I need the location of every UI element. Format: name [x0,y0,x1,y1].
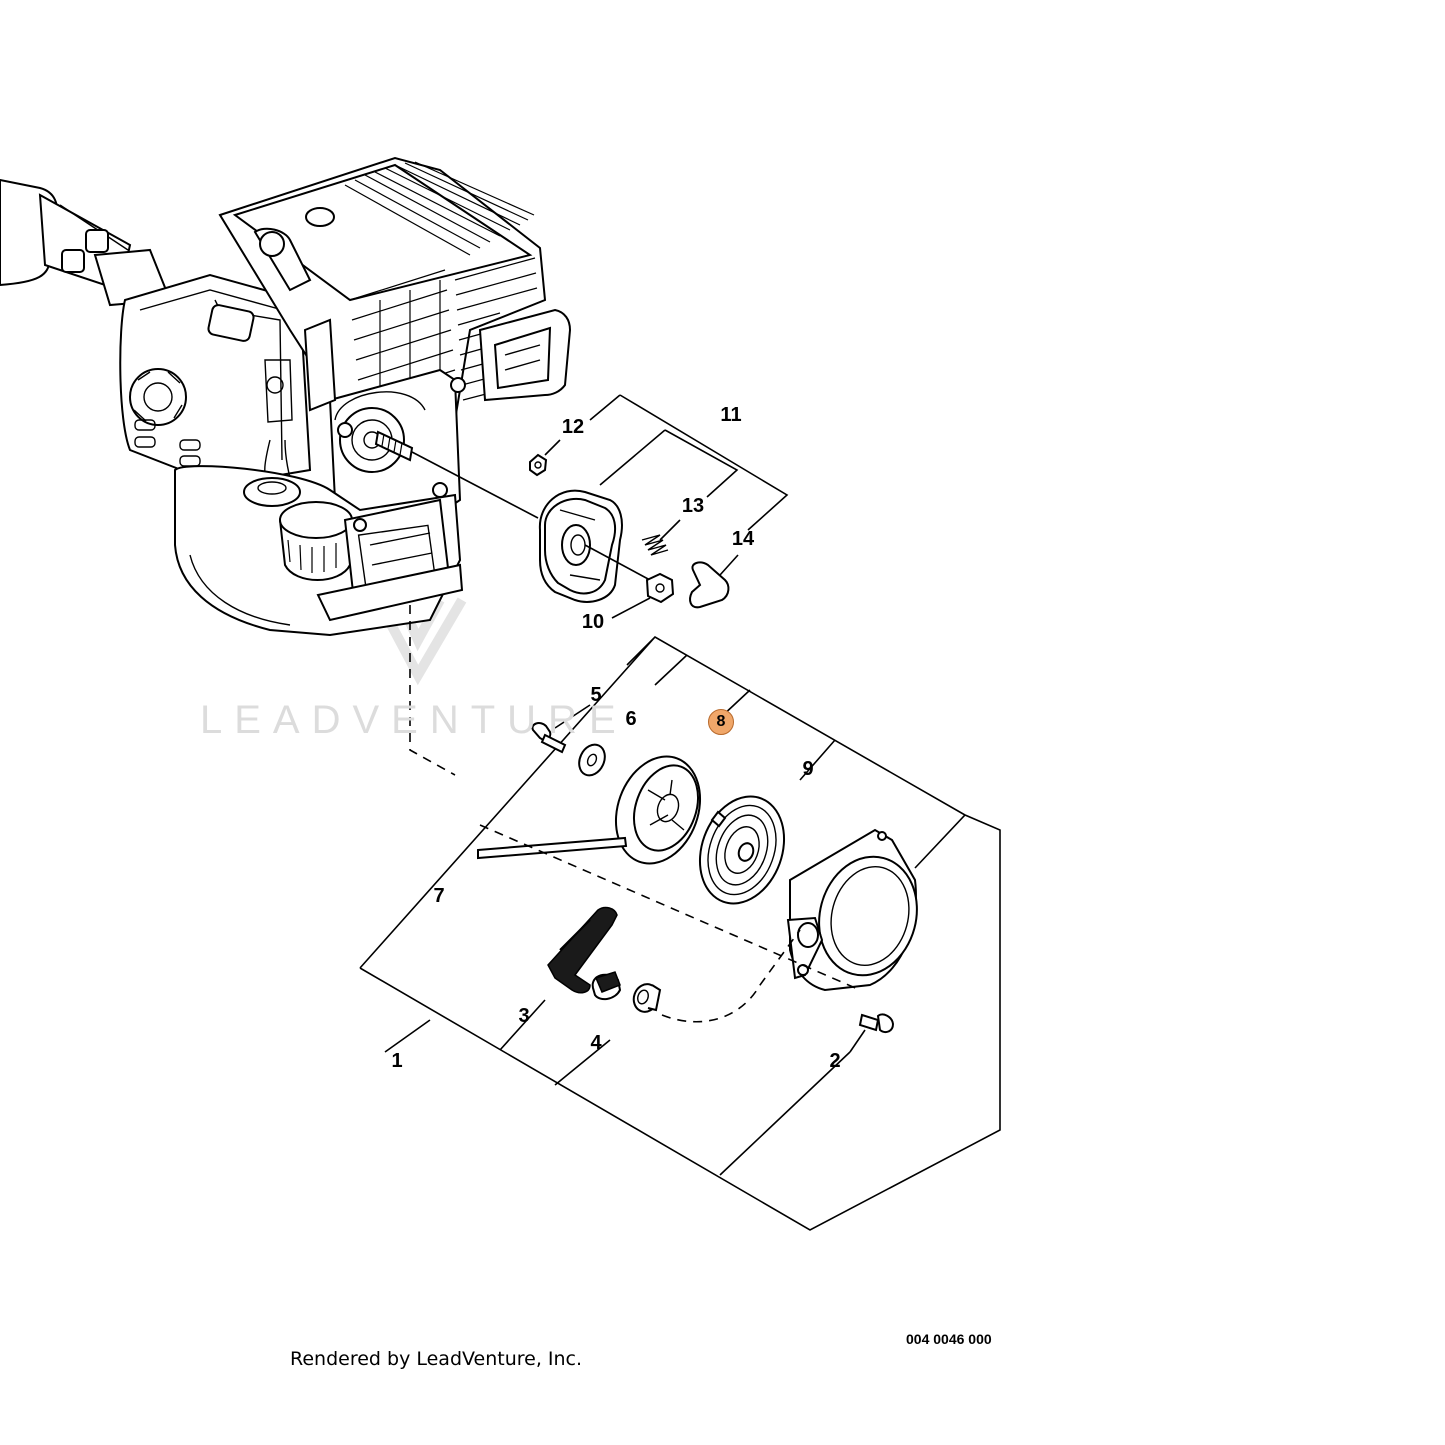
drawing-number: 004 0046 000 [906,1331,992,1347]
callout-12[interactable]: 12 [561,416,585,438]
callout-7[interactable]: 7 [433,885,445,907]
leader-crankshaft [411,451,539,519]
bracket-1 [359,636,1001,1231]
callout-2[interactable]: 2 [829,1050,841,1072]
part-9-rewind-spring[interactable] [686,785,799,916]
callout-13[interactable]: 13 [681,495,705,517]
callout-10[interactable]: 10 [581,611,605,633]
part-3-starter-grip[interactable] [547,906,622,1001]
part-14-pawl[interactable] [689,554,739,609]
part-2-screw[interactable] [849,1013,895,1053]
part-8-rope-rotor[interactable] [477,745,714,876]
callout-5[interactable]: 5 [590,684,602,706]
callout-6[interactable]: 6 [625,708,637,730]
callout-4[interactable]: 4 [590,1032,602,1054]
callout-1[interactable]: 1 [391,1050,403,1072]
part-12-nut[interactable] [529,453,548,477]
assembly-line-grip [661,929,801,1023]
callout-9[interactable]: 9 [802,758,814,780]
callout-8-highlighted[interactable]: 8 [708,709,734,735]
part-6-washer[interactable] [574,740,609,779]
part-10-nut[interactable] [611,572,675,619]
render-credit: Rendered by LeadVenture, Inc. [290,1348,583,1370]
bracket-11 [589,394,789,531]
assembly-line-rope [479,824,861,991]
part-flywheel[interactable] [538,489,623,603]
callout-3[interactable]: 3 [518,1005,530,1027]
engine-assembly [0,156,572,637]
part-5-screw[interactable] [531,704,591,754]
watermark-text: LEADVENTURE [200,698,628,742]
part-13-spring[interactable] [641,519,681,556]
assembly-line-main [409,605,456,776]
callout-11[interactable]: 11 [720,404,742,426]
callout-14[interactable]: 14 [731,528,755,550]
part-2-starter-housing[interactable] [786,828,930,992]
part-4-bushing[interactable] [630,981,662,1016]
